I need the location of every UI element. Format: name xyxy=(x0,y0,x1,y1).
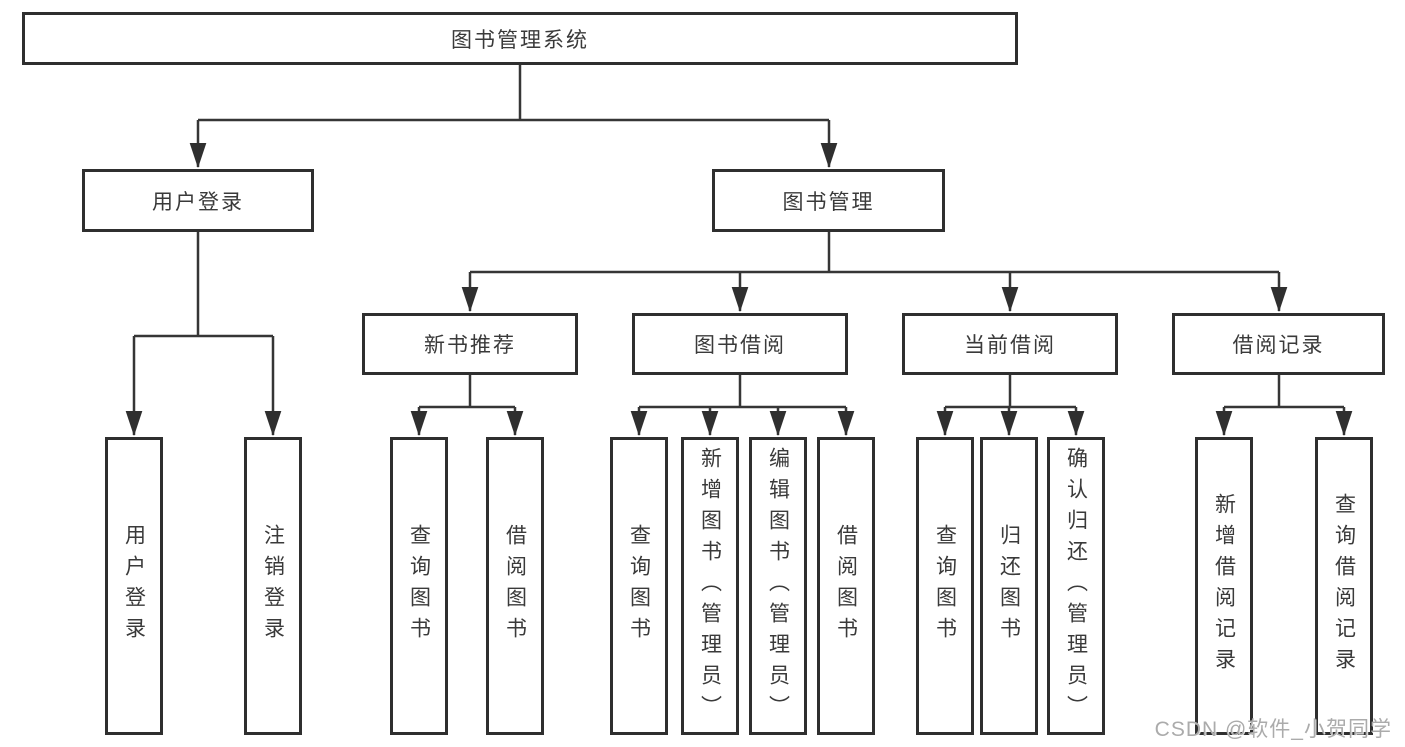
leaf-records-add-record: 新增借阅记录 xyxy=(1195,437,1253,735)
node-new-book-recommend-label: 新书推荐 xyxy=(424,334,516,357)
leaf-records-add-record-label: 新增借阅记录 xyxy=(1212,493,1236,679)
connector-login-to-leaves xyxy=(125,232,282,437)
leaf-logout: 注销登录 xyxy=(244,437,302,735)
leaf-borrow-borrow-books-label: 借阅图书 xyxy=(834,524,858,648)
leaf-current-return-books-label: 归还图书 xyxy=(997,524,1021,648)
connector-records-to-leaves xyxy=(1215,375,1353,437)
leaf-recommend-query-books-label: 查询图书 xyxy=(407,524,431,648)
leaf-recommend-borrow-books-label: 借阅图书 xyxy=(503,524,527,648)
leaf-recommend-borrow-books: 借阅图书 xyxy=(486,437,544,735)
leaf-borrow-edit-books-admin-label: 编辑图书（管理员） xyxy=(766,446,790,726)
node-current-borrowing-label: 当前借阅 xyxy=(964,334,1056,357)
node-new-book-recommend: 新书推荐 xyxy=(362,313,578,375)
leaf-current-confirm-return-admin-label: 确认归还（管理员） xyxy=(1064,446,1088,726)
node-library-system: 图书管理系统 xyxy=(22,12,1018,65)
node-current-borrowing: 当前借阅 xyxy=(902,313,1118,375)
node-user-login-label: 用户登录 xyxy=(152,190,244,214)
node-borrowing-records-label: 借阅记录 xyxy=(1232,334,1325,357)
node-book-management-label: 图书管理 xyxy=(782,190,875,214)
node-library-system-label: 图书管理系统 xyxy=(451,28,589,52)
leaf-current-confirm-return-admin: 确认归还（管理员） xyxy=(1047,437,1105,735)
node-user-login: 用户登录 xyxy=(82,169,314,232)
connector-borrow-to-leaves xyxy=(630,375,855,437)
connector-root-to-level2 xyxy=(189,65,838,169)
leaf-current-query-books: 查询图书 xyxy=(916,437,974,735)
csdn-watermark: CSDN @软件_小贺同学 xyxy=(1154,718,1392,741)
node-borrowing-records: 借阅记录 xyxy=(1172,313,1385,375)
leaf-borrow-add-books-admin-label: 新增图书（管理员） xyxy=(698,446,722,726)
node-book-borrowing: 图书借阅 xyxy=(632,313,848,375)
leaf-records-query-record-label: 查询借阅记录 xyxy=(1332,493,1356,679)
node-book-borrowing-label: 图书借阅 xyxy=(694,334,786,357)
leaf-recommend-query-books: 查询图书 xyxy=(390,437,448,735)
connector-newrec-to-leaves xyxy=(410,375,524,437)
leaf-borrow-borrow-books: 借阅图书 xyxy=(817,437,875,735)
leaf-records-query-record: 查询借阅记录 xyxy=(1315,437,1373,735)
leaf-borrow-query-books-label: 查询图书 xyxy=(627,524,651,648)
leaf-borrow-add-books-admin: 新增图书（管理员） xyxy=(681,437,739,735)
leaf-borrow-query-books: 查询图书 xyxy=(610,437,668,735)
connector-mgmt-to-level3 xyxy=(461,232,1288,313)
leaf-user-login: 用户登录 xyxy=(105,437,163,735)
leaf-user-login-label: 用户登录 xyxy=(122,524,146,648)
leaf-logout-label: 注销登录 xyxy=(261,524,285,648)
leaf-current-query-books-label: 查询图书 xyxy=(933,524,957,648)
node-book-management: 图书管理 xyxy=(712,169,945,232)
leaf-borrow-edit-books-admin: 编辑图书（管理员） xyxy=(749,437,807,735)
leaf-current-return-books: 归还图书 xyxy=(980,437,1038,735)
connector-current-to-leaves xyxy=(936,375,1085,437)
